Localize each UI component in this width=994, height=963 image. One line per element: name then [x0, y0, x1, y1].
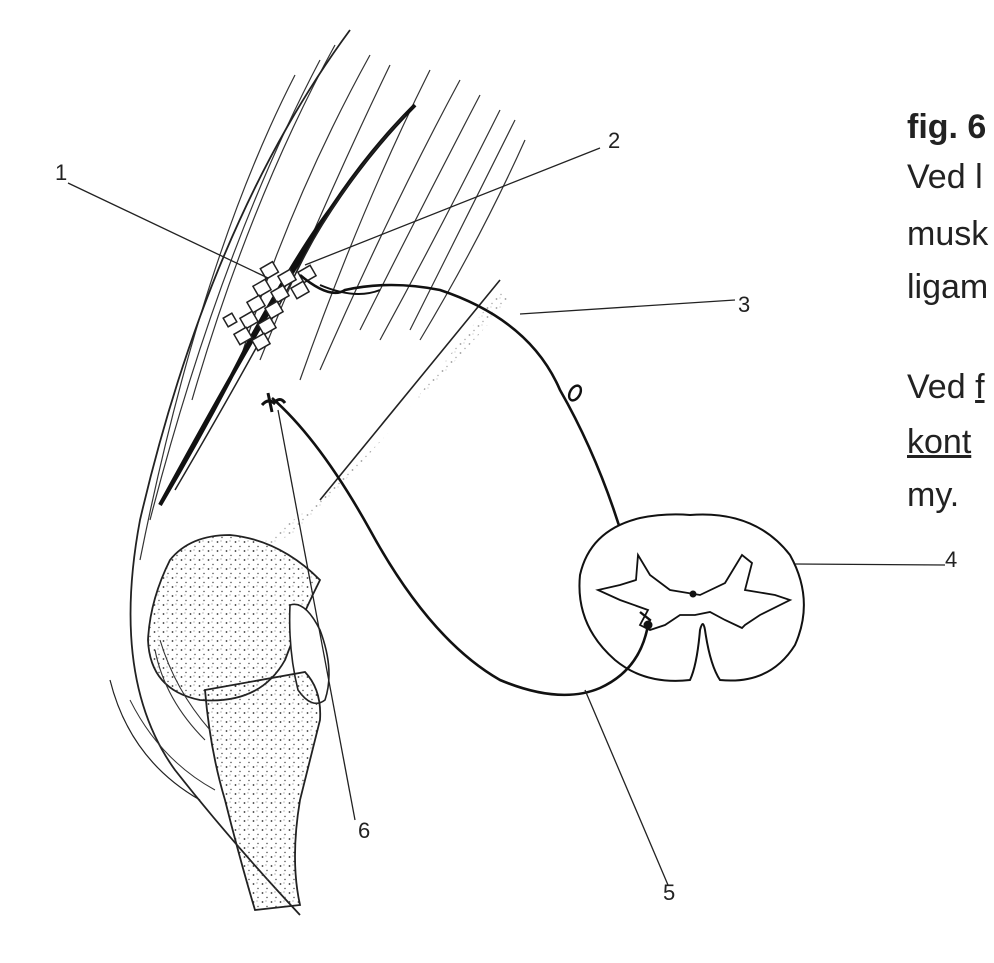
- thigh-muscle-fibers: [140, 45, 525, 560]
- caption-line-1: Ved l: [907, 160, 983, 194]
- figure-caption-title: fig. 6: [907, 110, 986, 144]
- motor-end-plate: [262, 393, 285, 412]
- caption-line-4-text: Ved: [907, 368, 966, 406]
- leader-lines: [68, 148, 945, 885]
- label-6: 6: [358, 818, 370, 843]
- label-5: 5: [663, 880, 675, 905]
- label-3: 3: [738, 292, 750, 317]
- central-canal: [690, 591, 697, 598]
- label-2: 2: [608, 128, 620, 153]
- caption-line-5: kont: [907, 425, 971, 459]
- dorsal-root-ganglion: [567, 384, 584, 403]
- caption-line-2: musk: [907, 217, 988, 251]
- label-4: 4: [945, 547, 957, 572]
- tibia: [205, 672, 320, 910]
- caption-line-4: Ved f: [907, 370, 985, 404]
- caption-line-4-underlined: f: [975, 368, 984, 406]
- caption-line-6: my.: [907, 478, 959, 512]
- caption-line-3: ligam: [907, 270, 988, 304]
- label-1: 1: [55, 160, 67, 185]
